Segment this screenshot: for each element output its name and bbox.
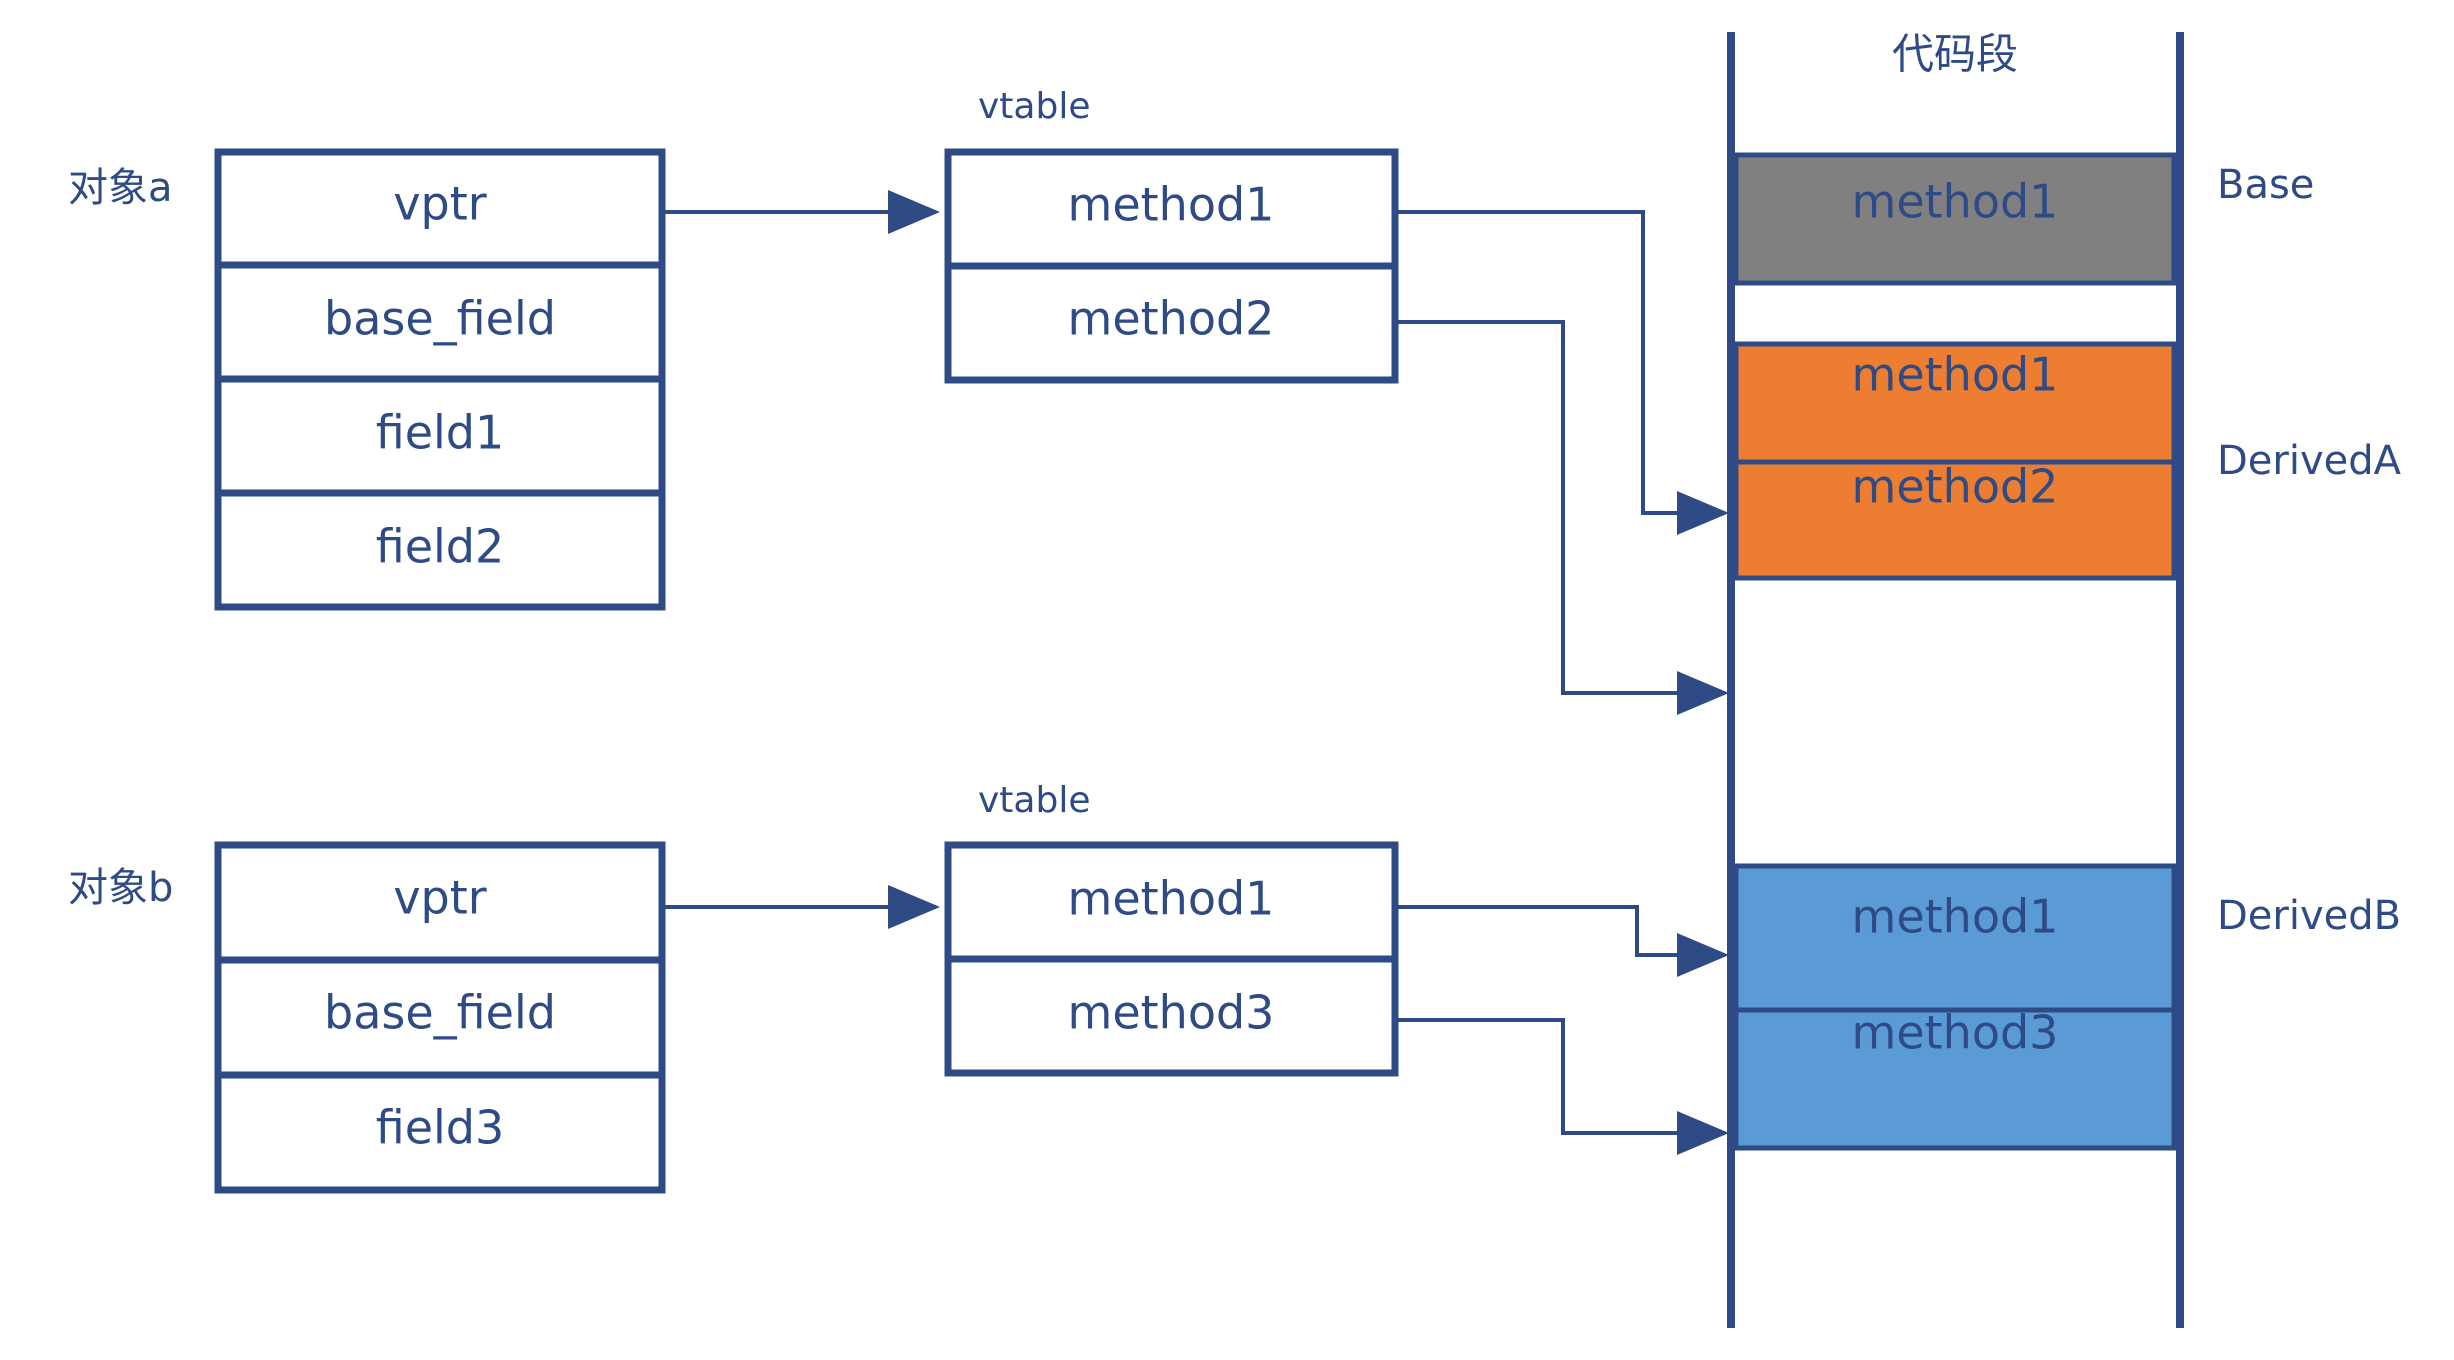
object-b-border [214, 841, 666, 1194]
object-a-row-base-field: base_field [324, 292, 556, 346]
object-b-side-label: 对象b [68, 865, 173, 911]
vtable-b-entry-method1: method1 [1068, 872, 1275, 926]
object-a-side-label: 对象a [68, 165, 173, 211]
connector-vtable-a-method1-to-deriveda-method1 [1395, 210, 1729, 535]
code-block-deriveda-method2-label: method2 [1852, 460, 2059, 514]
object-a-group: 对象a vptr base_field field1 field2 [68, 148, 666, 611]
object-b-row-vptr: vptr [393, 871, 486, 925]
object-a-row-field2: field2 [376, 520, 505, 574]
vtable-a-caption: vtable [978, 86, 1090, 127]
object-b-row-base-field: base_field [324, 986, 556, 1040]
code-block-deriveda-method1 [1733, 341, 2177, 465]
class-label-deriveda: DerivedA [2217, 438, 2402, 484]
code-block-deriveda-method2 [1733, 459, 2177, 581]
object-b-box [218, 845, 662, 1190]
code-block-base-method1-label: method1 [1852, 175, 2059, 229]
vtable-a-group: vtable method1 method2 [944, 86, 1399, 384]
connector-vtable-b-method3-to-derivedb-method3 [1395, 1018, 1729, 1155]
connector-vtable-b-method1-to-derivedb-method1 [1395, 905, 1729, 977]
class-label-base: Base [2217, 162, 2314, 208]
connector-vtable-a-method2-to-deriveda-method2 [1395, 320, 1729, 715]
object-a-row-field1: field1 [376, 406, 505, 460]
vtable-b-caption: vtable [978, 780, 1090, 821]
code-block-derivedb-method1-label: method1 [1852, 890, 2059, 944]
code-block-derivedb-method3-label: method3 [1852, 1006, 2059, 1060]
class-label-derivedb: DerivedB [2217, 893, 2401, 939]
object-b-group: 对象b vptr base_field field3 [68, 841, 666, 1194]
vtable-a-entry-method1: method1 [1068, 178, 1275, 232]
object-a-row-vptr: vptr [393, 177, 486, 231]
object-b-row-field3: field3 [376, 1101, 505, 1155]
code-block-derivedb-method1 [1733, 863, 2177, 1013]
code-block-base-method1 [1733, 152, 2177, 286]
code-block-derivedb-method3 [1733, 1007, 2177, 1151]
code-segment-group: 代码段 method1 method1 method2 method1 meth… [1727, 30, 2402, 1328]
code-block-deriveda-method1-label: method1 [1852, 348, 2059, 402]
code-segment-title: 代码段 [1892, 30, 2018, 79]
vtable-b-group: vtable method1 method3 [944, 780, 1399, 1077]
vtable-b-entry-method3: method3 [1068, 986, 1275, 1040]
vtable-a-entry-method2: method2 [1068, 292, 1275, 346]
